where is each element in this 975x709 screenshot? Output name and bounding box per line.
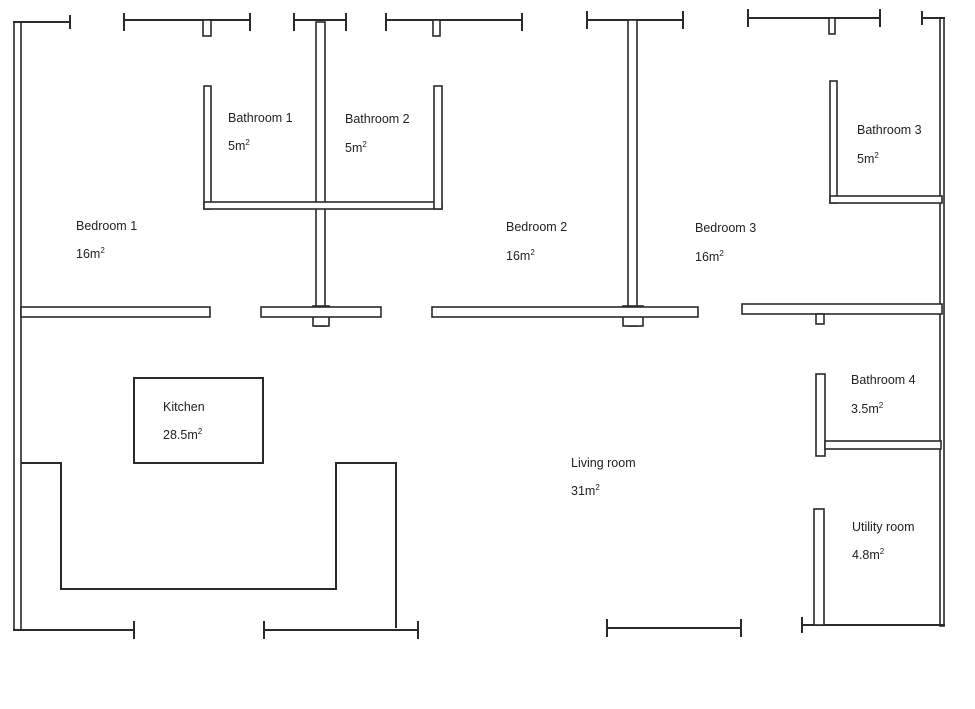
bedroom2-bottom-wall bbox=[431, 306, 699, 318]
top-windows bbox=[123, 9, 881, 37]
living-room-area: 31m2 bbox=[571, 483, 600, 498]
bathroom1-left-wall bbox=[203, 85, 212, 210]
kitchen-counters bbox=[21, 377, 397, 628]
room-labels: Bedroom 1 16m2 Bathroom 1 5m2 Bathroom 2… bbox=[76, 111, 922, 562]
bathrooms-bottom-wall bbox=[203, 201, 443, 210]
wall-stub bbox=[432, 19, 441, 37]
wall-stub bbox=[815, 313, 825, 325]
utility-room-name: Utility room bbox=[852, 520, 915, 534]
left-wall bbox=[13, 21, 22, 631]
bedroom1-name: Bedroom 1 bbox=[76, 219, 137, 233]
wall-stub bbox=[828, 17, 836, 35]
bedroom3-area: 16m2 bbox=[695, 249, 724, 264]
bed2-bed3-divider-wall bbox=[627, 19, 638, 327]
bathroom3-name: Bathroom 3 bbox=[857, 123, 922, 137]
bathroom2-right-wall bbox=[433, 85, 443, 210]
bathroom1-name: Bathroom 1 bbox=[228, 111, 293, 125]
wall-stub bbox=[202, 19, 212, 37]
kitchen-name: Kitchen bbox=[163, 400, 205, 414]
bathroom4-area: 3.5m2 bbox=[851, 401, 884, 416]
bathroom3-area: 5m2 bbox=[857, 151, 879, 166]
bathroom4-left-wall bbox=[815, 373, 826, 457]
bathroom2-area: 5m2 bbox=[345, 140, 367, 155]
utility-room-area: 4.8m2 bbox=[852, 547, 885, 562]
bedroom1-area: 16m2 bbox=[76, 246, 105, 261]
bathroom2-name: Bathroom 2 bbox=[345, 112, 410, 126]
bath-corridor-wall bbox=[260, 306, 382, 318]
bathroom4-name: Bathroom 4 bbox=[851, 373, 916, 387]
living-room-name: Living room bbox=[571, 456, 636, 470]
bathroom3-left-wall bbox=[829, 80, 838, 204]
utility-left-wall bbox=[813, 508, 825, 626]
bedroom2-name: Bedroom 2 bbox=[506, 220, 567, 234]
bath1-bath2-divider-wall bbox=[315, 21, 326, 327]
interior-walls bbox=[20, 19, 943, 626]
right-wall bbox=[939, 17, 945, 627]
kitchen-u-counter bbox=[21, 462, 397, 628]
bedroom2-area: 16m2 bbox=[506, 248, 535, 263]
bathroom1-area: 5m2 bbox=[228, 138, 250, 153]
outer-walls bbox=[13, 11, 945, 631]
bedroom3-bottom-wall bbox=[741, 303, 943, 315]
kitchen-island bbox=[133, 377, 264, 464]
bottom-windows bbox=[13, 617, 815, 639]
bathroom4-bottom-wall bbox=[824, 440, 942, 450]
bedroom3-name: Bedroom 3 bbox=[695, 221, 756, 235]
kitchen-area: 28.5m2 bbox=[163, 427, 203, 442]
bathroom3-bottom-wall bbox=[829, 195, 943, 204]
bedroom1-bottom-wall bbox=[20, 306, 211, 318]
